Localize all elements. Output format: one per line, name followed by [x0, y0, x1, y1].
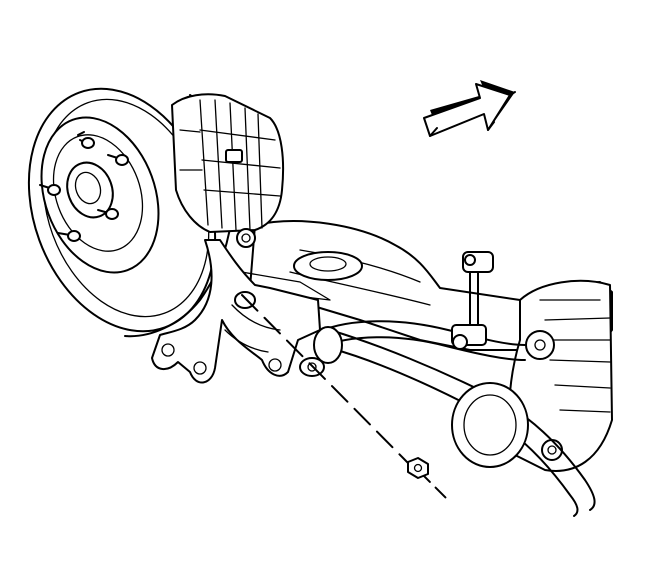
stabilizer-link: [451, 251, 494, 350]
nut-fastener: [407, 457, 429, 479]
stabilizer-bar: [313, 320, 555, 364]
differential-housing: [508, 279, 613, 472]
brake-rotor: [27, 87, 234, 338]
brake-caliper: [171, 93, 285, 248]
wheel-studs: [39, 131, 129, 242]
direction-arrow-icon: [423, 80, 516, 137]
bolt-leader: [241, 294, 449, 501]
lower-control-arm: [329, 329, 596, 517]
